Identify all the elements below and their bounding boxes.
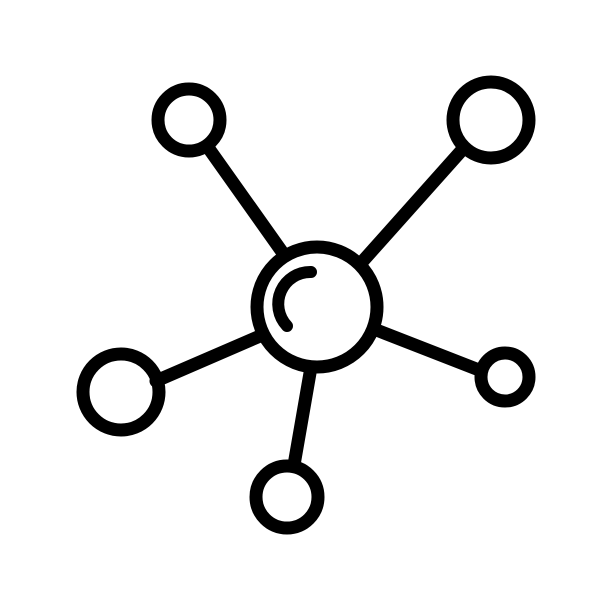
hub-circle-center [250, 240, 384, 374]
connector-line-right [372, 324, 486, 377]
node-circle-top-left [151, 82, 227, 158]
connector-line-top-left [200, 139, 292, 263]
node-circle-left [76, 347, 166, 437]
node-circle-bottom [249, 459, 325, 535]
connector-line-top-right [355, 143, 469, 269]
connector-line-bottom [287, 366, 317, 472]
connector-line-left [149, 329, 267, 388]
hub-highlight-arc [272, 265, 317, 332]
node-circle-right [474, 346, 536, 408]
node-circle-top-right [446, 75, 536, 165]
